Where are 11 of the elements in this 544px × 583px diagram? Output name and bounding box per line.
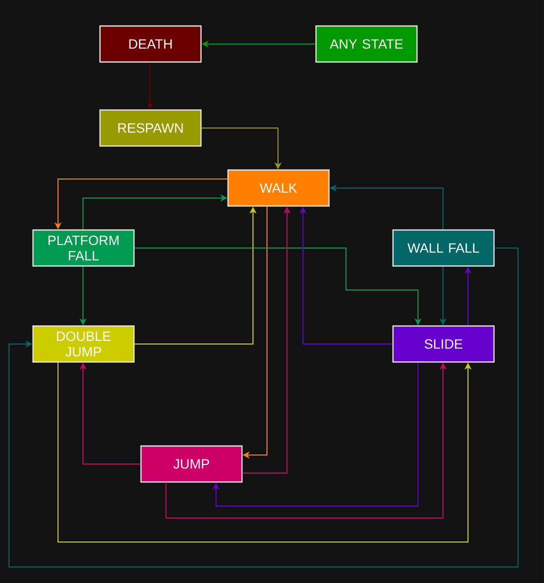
state-box: DOUBLE JUMP bbox=[32, 325, 135, 363]
state-box: PLATFORM FALL bbox=[32, 229, 135, 267]
state-box: ANY STATE bbox=[315, 25, 418, 63]
arrow bbox=[212, 362, 418, 506]
arrow bbox=[8, 248, 518, 568]
state-box: JUMP bbox=[140, 445, 243, 483]
state-box: SLIDE bbox=[392, 325, 495, 363]
state-box: RESPAWN bbox=[99, 109, 202, 147]
state-box: DEATH bbox=[99, 25, 202, 63]
state-box: WALK bbox=[227, 169, 330, 207]
state-box: WALL FALL bbox=[392, 229, 495, 267]
